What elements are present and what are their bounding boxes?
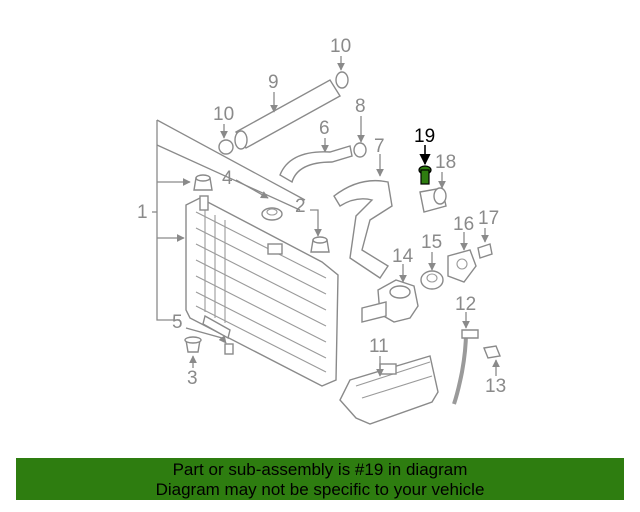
banner-line-2: Diagram may not be specific to your vehi…: [155, 480, 485, 499]
callout-17: 17: [478, 208, 499, 229]
thermostat-housing: [361, 279, 419, 323]
callout-8: 8: [355, 96, 366, 117]
radiator-mount-lower: [184, 336, 202, 353]
hose-clamp-upper: [335, 71, 349, 89]
callout-15: 15: [421, 232, 442, 253]
callout-1: 1: [137, 202, 148, 223]
callout-19: 19: [414, 126, 435, 147]
lower-hose: [333, 179, 393, 279]
callout-12: 12: [455, 294, 476, 315]
callout-14: 14: [392, 246, 414, 267]
drain-bolt: [224, 343, 234, 355]
hose-clamp-lower: [218, 139, 234, 155]
callout-labels: 1 2 3 4 5 6 7 8 9 10 10 11 12 13 14 15 1…: [137, 36, 506, 397]
callout-2: 2: [295, 196, 306, 217]
callout-10-left: 10: [213, 104, 234, 125]
callout-3: 3: [187, 368, 198, 389]
callout-18: 18: [435, 152, 456, 173]
bypass-hose: [279, 145, 353, 184]
water-outlet: [447, 249, 477, 283]
parts-diagram: 1 2 3 4 5 6 7 8 9 10 10 11 12 13 14 15 1…: [137, 36, 506, 425]
hose-fitting: [419, 187, 447, 213]
overflow-hose: [452, 329, 479, 405]
banner-line-1: Part or sub-assembly is #19 in diagram: [172, 460, 468, 479]
callout-5: 5: [172, 312, 183, 333]
upper-hose: [234, 79, 341, 150]
hose-clamp-8: [353, 142, 367, 158]
leader-lines: [152, 56, 500, 377]
radiator-mount-2: [310, 236, 330, 253]
callout-13: 13: [485, 376, 506, 397]
callout-10-top: 10: [330, 36, 351, 57]
radiator-mount-upper: [193, 174, 213, 191]
callout-11: 11: [369, 336, 389, 357]
callout-7: 7: [374, 136, 385, 157]
part-19-bolt: [418, 165, 432, 185]
callout-6: 6: [319, 118, 330, 139]
radiator: [185, 195, 339, 387]
info-banner: Part or sub-assembly is #19 in diagram D…: [16, 458, 624, 500]
thermostat: [420, 270, 444, 290]
callout-4: 4: [222, 168, 233, 189]
callout-9: 9: [268, 72, 279, 93]
temp-sensor: [477, 243, 493, 259]
callout-16: 16: [453, 214, 474, 235]
hose-clip: [483, 345, 501, 359]
radiator-cap: [261, 207, 283, 221]
coolant-reservoir: [339, 355, 439, 425]
